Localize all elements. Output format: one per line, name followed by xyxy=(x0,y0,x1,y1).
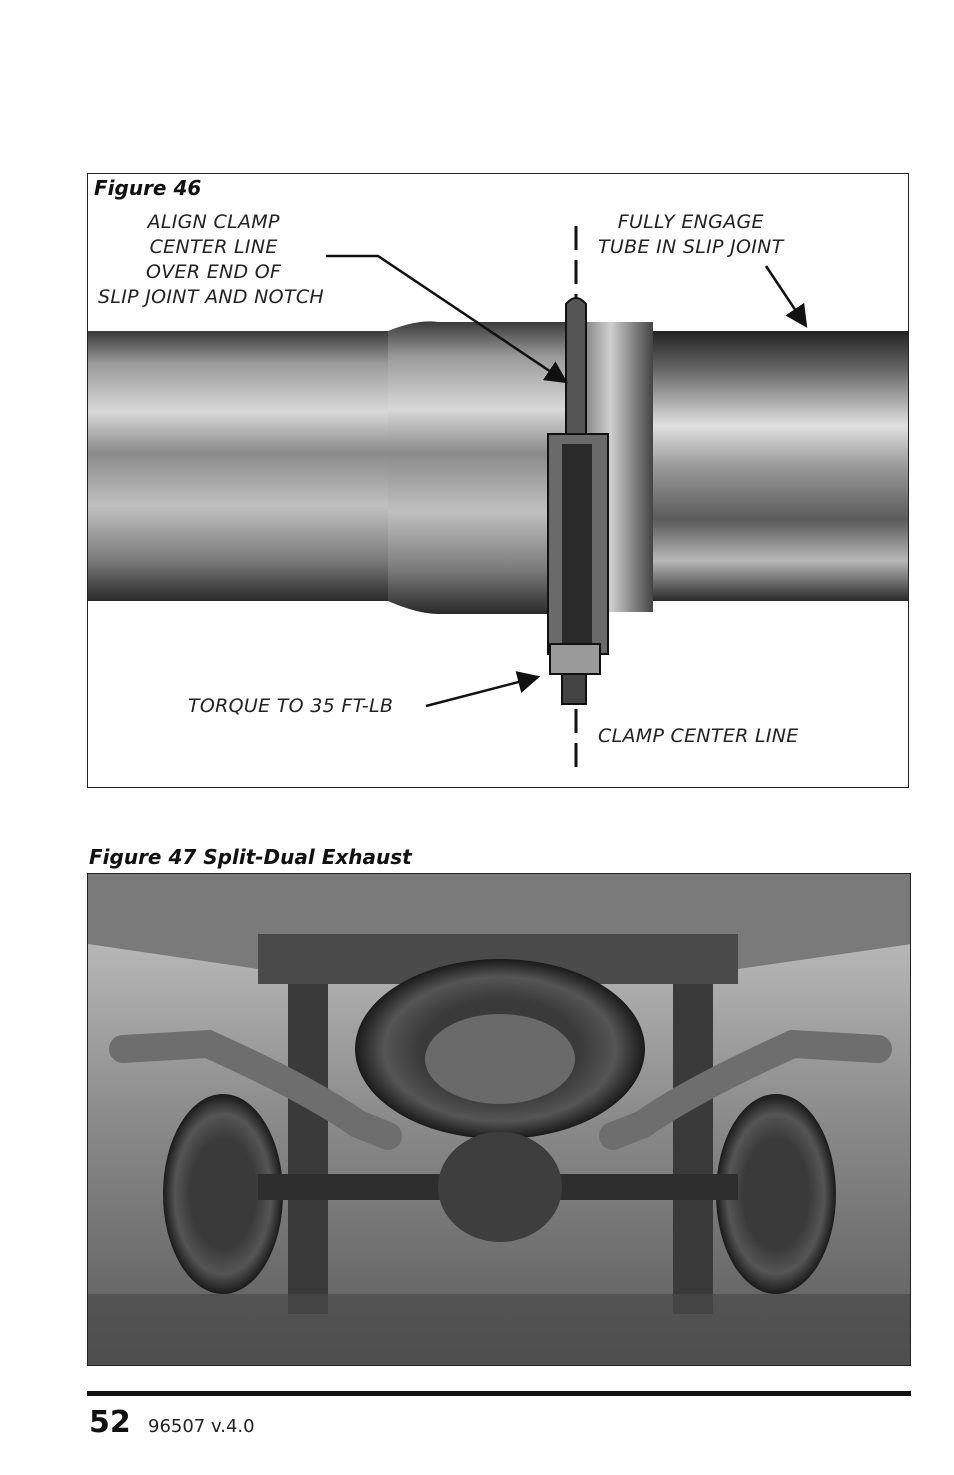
slip-joint-illustration xyxy=(88,226,908,774)
truck-underside-photo xyxy=(88,874,910,1365)
fully-engage-callout: FULLY ENGAGE TUBE IN SLIP JOINT xyxy=(598,210,784,260)
callout-line: TUBE IN SLIP JOINT xyxy=(598,236,784,258)
figure-46: Figure 46 ALIGN CLAMP CENTER LINE OVER E… xyxy=(87,173,909,788)
callout-line: ALIGN CLAMP xyxy=(147,211,280,233)
figure-47-photo xyxy=(87,873,911,1366)
callout-line: OVER END OF xyxy=(146,261,282,283)
footer-rule xyxy=(87,1391,911,1396)
align-clamp-callout-last: SLIP JOINT AND NOTCH xyxy=(98,286,324,308)
callout-line: FULLY ENGAGE xyxy=(617,211,764,233)
callout-line: CENTER LINE xyxy=(149,236,278,258)
align-clamp-callout: ALIGN CLAMP CENTER LINE OVER END OF xyxy=(146,210,281,285)
clamp-center-line-callout: CLAMP CENTER LINE xyxy=(598,725,799,747)
figure-46-title: Figure 46 xyxy=(94,176,204,200)
document-id: 96507 v.4.0 xyxy=(148,1416,255,1437)
torque-callout: TORQUE TO 35 FT-LB xyxy=(188,695,394,717)
figure-47-title: Figure 47 Split-Dual Exhaust xyxy=(89,845,412,869)
page-number: 52 xyxy=(89,1405,131,1440)
